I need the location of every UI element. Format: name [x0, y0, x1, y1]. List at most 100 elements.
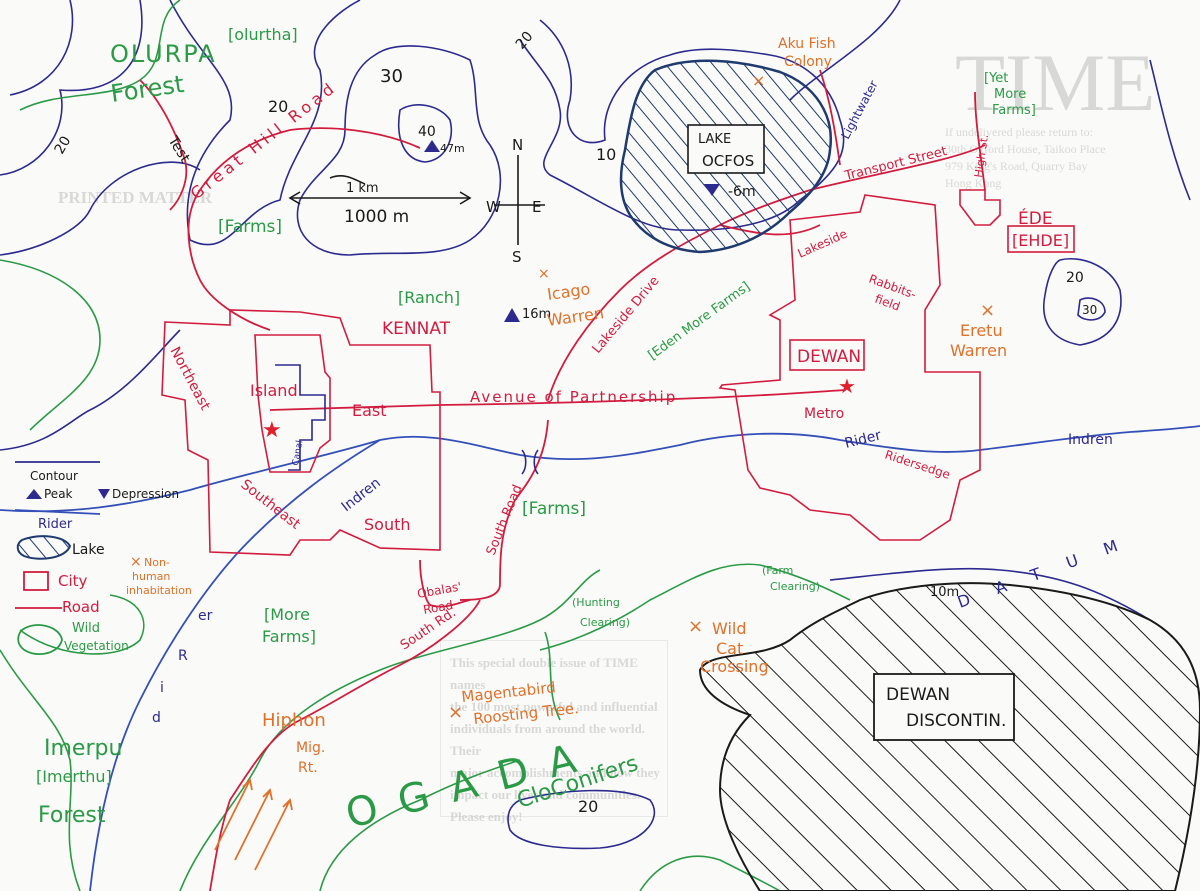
legend-vegetation-label: Wild	[72, 621, 100, 636]
more-farms-label: Farms]	[262, 627, 316, 646]
legend-nonhuman-label: inhabitation	[126, 584, 192, 597]
contour-label: 20	[52, 134, 75, 157]
lake-ocfos-label: OCFOS	[702, 152, 754, 170]
river-sw-label: er	[198, 608, 213, 624]
eretu-warren-label: Eretu	[960, 321, 1003, 340]
contour-label: 20	[513, 29, 537, 53]
forest-imerpu-label: Imerpu	[44, 736, 122, 761]
migration-route-label: Mig.	[296, 740, 325, 756]
city-ede-label: ÉDE	[1018, 207, 1053, 229]
road-high-st-label: High St.	[972, 133, 991, 178]
city-kennat	[161, 309, 441, 556]
nonhuman-marker: ×	[980, 300, 995, 321]
yet-more-farms-label: More	[994, 87, 1026, 102]
dewan-label-box	[789, 339, 865, 371]
road-lightwater-label: Lightwater	[838, 78, 881, 141]
forest-olurpa-alt-label: [olurtha]	[228, 25, 298, 44]
compass-east: E	[532, 198, 541, 216]
vegetation-line	[179, 569, 601, 891]
district-canal-label: Canal	[291, 440, 305, 467]
district-southeast-label: Southeast	[238, 477, 304, 533]
icago-warren-label: Warren	[546, 303, 605, 330]
legend-depression-label: Depression	[112, 487, 179, 501]
road-great-hill	[187, 127, 421, 331]
legend-lake-label: Lake	[72, 542, 105, 558]
nonhuman-marker: ×	[688, 616, 703, 637]
river-sw-label: R	[178, 648, 188, 664]
legend-city-label: City	[58, 572, 88, 590]
dewan-centre-star: ★	[838, 374, 856, 398]
forest-olurpa-label: OLURPA	[110, 40, 217, 68]
contour-line	[1077, 297, 1106, 321]
lake-ocfos-label-box	[687, 124, 765, 174]
river-rider-label: Rider	[843, 427, 883, 452]
road-transport-label: Transport Street	[842, 144, 948, 184]
city-outlines	[161, 189, 1001, 556]
district-island-label: Island	[250, 381, 298, 400]
yet-more-farms-label: Farms]	[992, 103, 1036, 118]
yet-more-farms-label: [Yet	[984, 71, 1008, 86]
contour-label: 40	[418, 124, 436, 140]
eretu-warren-label: Warren	[950, 341, 1007, 360]
contour-label: 20	[1066, 270, 1084, 286]
dewan-discontinued-label: DISCONTIN.	[906, 711, 1006, 731]
wild-cat-crossing-label: Crossing	[700, 657, 769, 676]
river-branch	[89, 439, 381, 891]
contour-lines	[0, 0, 1191, 850]
contour-line	[519, 19, 845, 232]
district-east-label: East	[352, 401, 387, 420]
farms-south-label: [Farms]	[522, 499, 586, 519]
migration-route-arrows	[214, 778, 293, 871]
more-farms-label: [More	[264, 605, 310, 624]
contour-label: 30	[1082, 303, 1097, 317]
farms-label: [Farms]	[218, 217, 282, 237]
road-transport	[809, 144, 986, 191]
road-avenue-label: Avenue of Partnership	[470, 388, 677, 406]
contour-line	[1149, 59, 1191, 201]
road-south-rd	[209, 599, 481, 891]
contour-line	[1043, 258, 1122, 346]
road-lightwater	[819, 69, 841, 166]
vegetation-line	[19, 0, 181, 111]
aku-fish-colony-label: Aku Fish	[778, 36, 836, 52]
vegetation-line	[539, 563, 851, 651]
eden-more-farms-label: [Eden More Farms]	[646, 279, 754, 363]
ede-label-box	[1007, 225, 1075, 253]
icago-warren-label: Icago	[546, 279, 591, 304]
legend-nonhuman-label: human	[132, 570, 170, 583]
labels: OLURPA [olurtha] Forest Imerpu [Imerthu]…	[30, 25, 1147, 838]
contour-label: 10m	[930, 585, 959, 600]
vegetation-line	[544, 631, 561, 721]
farm-clearing-label: (Farm	[762, 564, 793, 577]
road-obalas-label: Obalas'	[416, 579, 462, 601]
lake-ocfos-depth-label: -6m	[728, 184, 756, 200]
road-south	[459, 419, 549, 601]
contour-line	[9, 0, 74, 96]
scale-bar	[288, 175, 472, 205]
compass-west: W	[486, 198, 501, 216]
canal	[275, 364, 326, 471]
kennat-centre-star: ★	[262, 418, 282, 443]
city-ehde-label: [EHDE]	[1012, 231, 1069, 250]
contour-line	[398, 104, 452, 163]
contour-line	[296, 45, 502, 256]
nonhuman-marker: ×	[538, 266, 550, 282]
nonhuman-marker: ×	[752, 71, 765, 90]
road-high-st	[974, 91, 986, 191]
ranch-label: [Ranch]	[398, 288, 460, 307]
district-south-label: South	[364, 515, 411, 534]
legend-river-label: Rider	[38, 517, 73, 532]
contour-line	[829, 567, 1151, 621]
river-sw-label: d	[152, 710, 161, 726]
city-kennat-label: KENNAT	[382, 319, 451, 339]
road-south-label: South Road	[484, 483, 526, 558]
river-indren-east-label: Indren	[1068, 432, 1113, 448]
road-avenue	[269, 389, 846, 411]
contour-label: 20	[578, 797, 598, 816]
road-great-hill-label: Great Hill Road	[187, 77, 341, 203]
hunting-clearing-label: Clearing)	[580, 616, 630, 629]
river-indren-mid-label: Indren	[339, 475, 384, 515]
vegetation-line	[19, 594, 145, 655]
magentabird-tree-label: Roosting Tree.	[473, 699, 580, 728]
aku-fish-colony-label: Colony	[784, 54, 832, 70]
